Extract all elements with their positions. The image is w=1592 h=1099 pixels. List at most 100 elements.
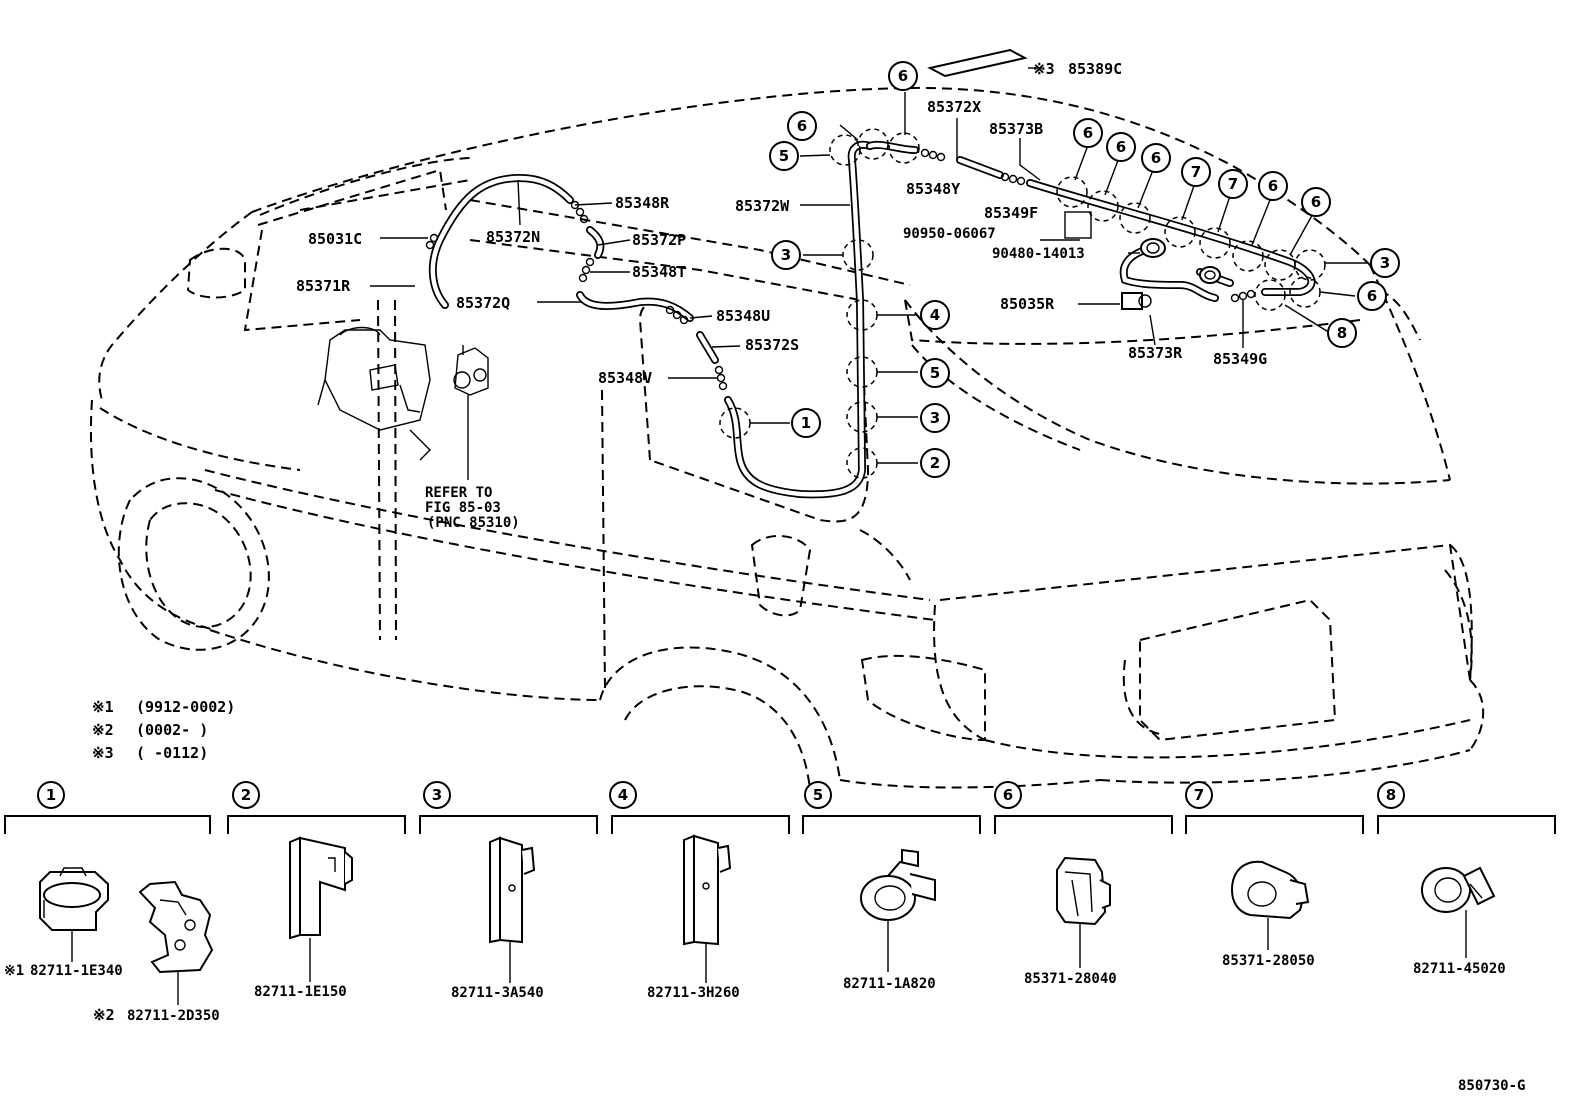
label-85031C: 85031C [308,230,362,248]
label-90480-14013: 90480-14013 [992,246,1085,262]
svg-text:3: 3 [1380,254,1390,272]
clip-3-illustration [489,836,536,983]
svg-text:2: 2 [241,786,251,804]
svg-text:5: 5 [930,364,940,382]
callout-6: 6 [1073,118,1103,148]
callout-4: 4 [920,300,950,330]
svg-text:6: 6 [1003,786,1013,804]
callouts-main: 6 6 5 6 6 6 7 7 6 6 3 6 8 3 4 5 3 2 1 [769,61,1400,478]
callout-7: 7 [1181,157,1211,187]
svg-text:1: 1 [801,414,811,432]
callout-3: 3 [771,240,801,270]
svg-text:6: 6 [898,67,908,85]
svg-text:7: 7 [1228,175,1238,193]
callout-3: 3 [1370,248,1400,278]
washer-pump [453,345,489,480]
callout-1: 1 [791,408,821,438]
legend-callout-5: 5 [804,781,832,809]
clip-1b-illustration [138,880,214,1005]
label-85372Q: 85372Q [456,294,510,312]
svg-text:2: 2 [930,454,940,472]
label-85372P: 85372P [632,231,686,249]
svg-text:3: 3 [432,786,442,804]
clip-3-part-number: 82711-3A540 [451,985,544,1001]
svg-text:3: 3 [930,409,940,427]
note-mark-3-label: ※3 [1033,60,1055,78]
label-85372S: 85372S [745,336,799,354]
rear-washer-nozzle [1064,211,1221,310]
callout-5: 5 [920,358,950,388]
clip-5-part-number: 82711-1A820 [843,976,936,992]
figure-code: 850730-G [1458,1078,1525,1094]
washer-tank [317,326,431,461]
note-1-mark: ※1 [92,698,114,716]
svg-text:3: 3 [781,246,791,264]
label-85372X: 85372X [927,98,981,116]
legend-callout-7: 7 [1185,781,1213,809]
callout-6: 6 [1301,187,1331,217]
clip-1a-mark: ※1 [4,963,24,979]
hose-joints [425,148,1256,391]
svg-text:4: 4 [618,786,628,804]
svg-text:6: 6 [1083,124,1093,142]
note-1-text: (9912-0002) [136,698,235,716]
svg-text:6: 6 [1311,193,1321,211]
callout-6: 6 [1141,143,1171,173]
washer-hoses [428,140,1316,499]
clip-1a-part-number: 82711-1E340 [30,963,123,979]
callout-8: 8 [1327,318,1357,348]
svg-text:7: 7 [1194,786,1204,804]
callout-5: 5 [769,141,799,171]
label-85348Y: 85348Y [906,180,960,198]
label-85349G: 85349G [1213,350,1267,368]
label-85349F: 85349F [984,204,1038,222]
clip-6-part-number: 85371-28040 [1024,971,1117,987]
clip-4-illustration [683,834,732,983]
svg-text:6: 6 [1116,138,1126,156]
part-labels: ※3 85389C 85372X 85373B 85348R 85372W 85… [296,60,1267,531]
label-85373R: 85373R [1128,344,1183,362]
clip-legend: 1 2 3 4 5 6 7 8 [4,781,1556,1024]
svg-text:1: 1 [46,786,56,804]
label-85348T: 85348T [632,263,686,281]
legend-callout-3: 3 [423,781,451,809]
refer-line-2: FIG 85-03 [425,500,501,516]
legend-callout-2: 2 [232,781,260,809]
note-2-text: (0002- ) [136,721,208,739]
label-85348U: 85348U [716,307,770,325]
label-85389C: 85389C [1068,60,1122,78]
callout-3: 3 [920,403,950,433]
note-3-mark: ※3 [92,744,114,762]
callout-6: 6 [787,111,817,141]
callout-7: 7 [1218,169,1248,199]
applicability-notes: ※1 (9912-0002) ※2 (0002- ) ※3 ( -0112) [92,698,235,762]
callout-6: 6 [1106,132,1136,162]
label-85373B: 85373B [989,120,1043,138]
callout-6: 6 [1357,281,1387,311]
callout-6: 6 [888,61,918,91]
callout-6: 6 [1258,171,1288,201]
svg-text:7: 7 [1191,163,1201,181]
clip-7-illustration [1230,860,1310,950]
label-85371R: 85371R [296,277,351,295]
label-85348R: 85348R [615,194,670,212]
clip-7-part-number: 85371-28050 [1222,953,1315,969]
svg-text:6: 6 [797,117,807,135]
svg-text:5: 5 [779,147,789,165]
svg-text:6: 6 [1367,287,1377,305]
caution-label [927,48,1028,78]
legend-callout-1: 1 [37,781,65,809]
clip-1a-illustration [39,867,109,962]
note-2-mark: ※2 [92,721,114,739]
svg-text:4: 4 [930,306,940,324]
label-85372N: 85372N [486,228,540,246]
callout-2: 2 [920,448,950,478]
legend-callout-8: 8 [1377,781,1405,809]
label-90950-06067: 90950-06067 [903,226,996,242]
note-3-text: ( -0112) [136,744,208,762]
label-85372W: 85372W [735,197,790,215]
clip-8-illustration [1421,866,1496,958]
clip-1b-part-number: 82711-2D350 [127,1008,220,1024]
legend-callout-6: 6 [994,781,1022,809]
